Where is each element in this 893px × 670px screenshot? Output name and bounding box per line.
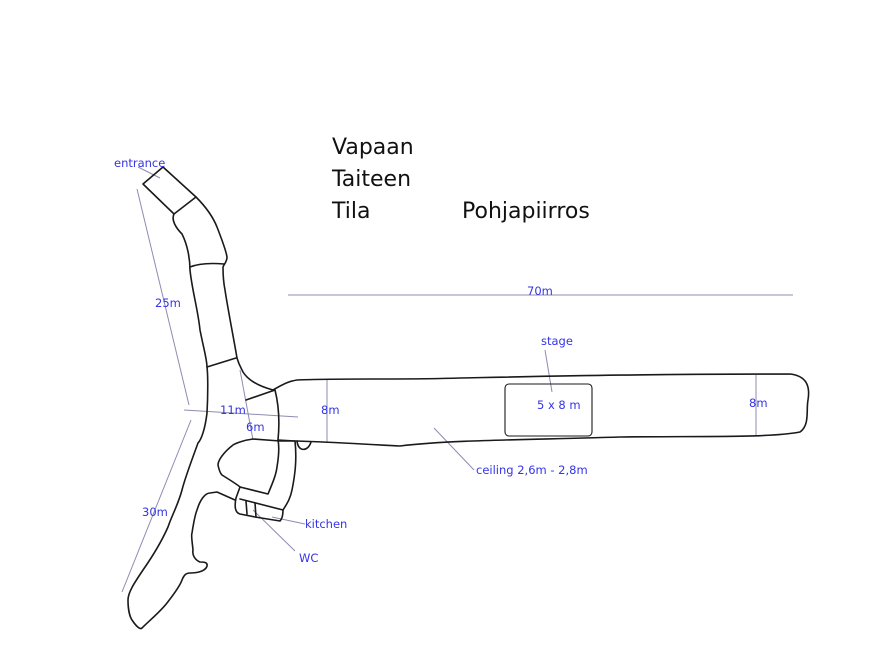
wc-walls [245, 500, 257, 518]
label-stage: stage [541, 334, 573, 348]
partition-corridor-2 [206, 357, 237, 368]
stage-rect [504, 383, 593, 437]
title-line-3: Tila [331, 199, 370, 224]
kitchen-leader [271, 516, 306, 525]
partition-room [245, 389, 280, 441]
dim-line-30m [121, 419, 192, 593]
label-entrance: entrance [114, 156, 165, 170]
building-outline [127, 166, 236, 630]
label-8m-left: 8m [321, 403, 340, 417]
label-25m: 25m [155, 296, 181, 310]
label-11m: 11m [220, 403, 246, 417]
title-line-1: Vapaan [332, 135, 414, 160]
partition-entrance [173, 196, 197, 215]
kitchen-outline [234, 486, 284, 522]
label-8m-right: 8m [749, 396, 768, 410]
stage-leader [544, 349, 553, 393]
subtitle: Pohjapiirros [462, 199, 590, 224]
kitchen-wall [277, 439, 297, 511]
label-6m: 6m [246, 420, 265, 434]
label-ceiling: ceiling 2,6m - 2,8m [476, 463, 588, 477]
label-kitchen: kitchen [305, 517, 347, 531]
label-30m: 30m [142, 505, 168, 519]
dim-line-6m [239, 369, 254, 441]
small-alcove [296, 440, 312, 451]
corridor-right-wall [162, 166, 810, 495]
label-wc: WC [299, 551, 318, 565]
wc-leader [252, 509, 296, 552]
dim-line-25m [136, 188, 190, 406]
title-line-2: Taiteen [331, 167, 411, 192]
label-stage-size: 5 x 8 m [537, 398, 581, 412]
partition-corridor-1 [189, 262, 225, 268]
entrance-leader [137, 166, 161, 179]
label-70m: 70m [527, 284, 553, 298]
ceiling-leader [433, 427, 475, 471]
